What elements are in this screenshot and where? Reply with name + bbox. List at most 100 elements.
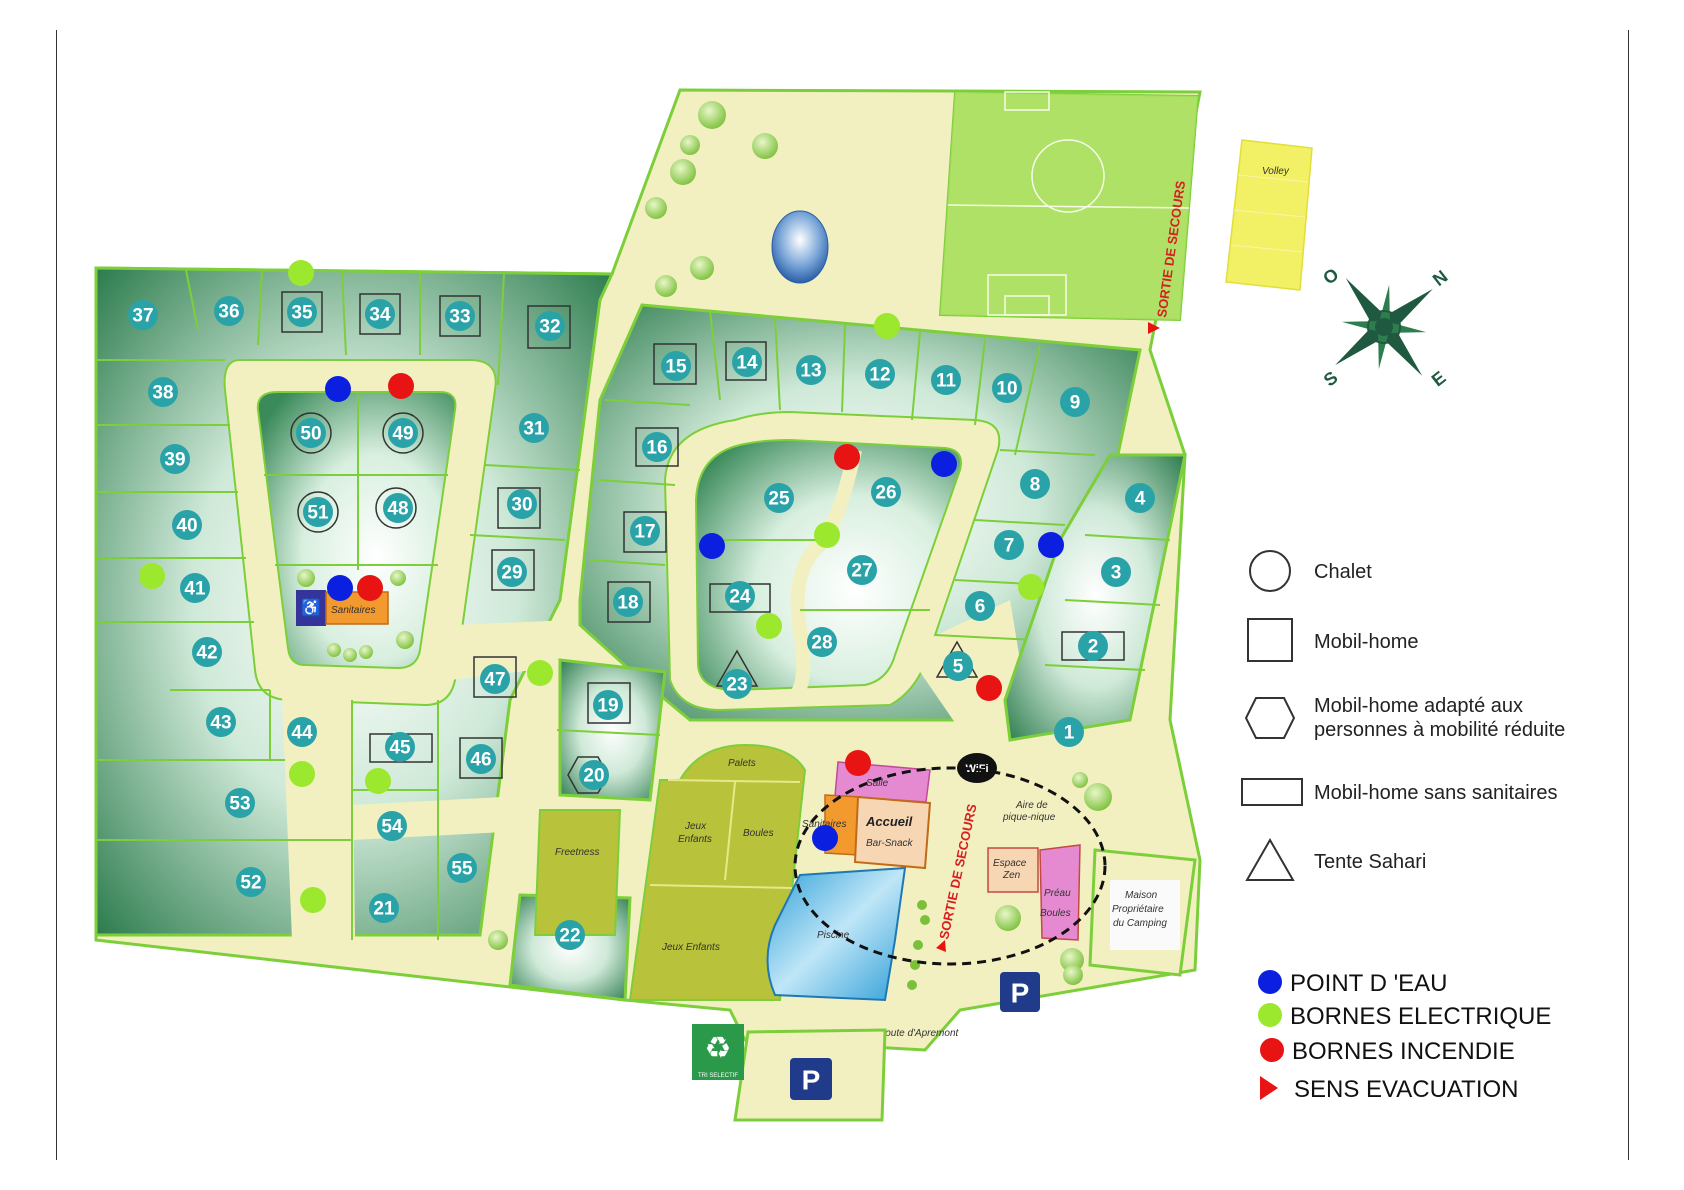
lot-badge	[225, 788, 255, 818]
lot-number: 31	[523, 419, 545, 440]
lot-number: 34	[369, 305, 391, 326]
maison-label-1: Maison	[1125, 890, 1158, 901]
fire-marker	[357, 575, 383, 601]
legend-sens-evacuation: SENS EVACUATION	[1260, 1076, 1518, 1103]
lot-31: 31	[519, 413, 549, 443]
lot-48: 48	[383, 493, 413, 523]
games-area: Palets Jeux Enfants Boules Jeux Enfants	[628, 743, 807, 1001]
legend-point-eau-label: POINT D 'EAU	[1290, 970, 1448, 997]
legend-sans-sanitaires-label: Mobil-home sans sanitaires	[1314, 782, 1557, 804]
legend-red-dot-icon	[1260, 1038, 1284, 1062]
lot-24: 24	[725, 581, 755, 611]
route-label: Route d'Apremont	[878, 1028, 960, 1039]
lot-badge	[1054, 717, 1084, 747]
lot-37: 37	[128, 300, 158, 330]
sanitaires-center-label: Sanitaires	[802, 819, 846, 830]
lot-badge	[931, 365, 961, 395]
lot-number: 20	[583, 766, 604, 787]
jeux-enfants-label-2: Jeux Enfants	[661, 942, 720, 953]
lot-number: 9	[1070, 393, 1081, 414]
lot-number: 6	[975, 597, 986, 618]
compass-rose: N O E S	[1319, 264, 1451, 390]
legend-sans-sanitaires: Mobil-home sans sanitaires	[1241, 778, 1557, 806]
lot-number: 10	[996, 379, 1017, 400]
recycling-point: ♻ TRI SELECTIF	[692, 1024, 744, 1080]
lot-10: 10	[992, 373, 1022, 403]
lot-number: 33	[449, 307, 470, 328]
lot-badge	[466, 744, 496, 774]
lot-badge	[365, 299, 395, 329]
aire-label-2: pique-nique	[1002, 812, 1056, 823]
electric-marker	[527, 660, 553, 686]
lot-47: 47	[480, 664, 510, 694]
legend-mobil-home-label: Mobil-home	[1314, 631, 1418, 653]
lot-number: 1	[1064, 723, 1075, 744]
lot-badge	[180, 573, 210, 603]
electric-marker	[288, 260, 314, 286]
lot-badge	[287, 717, 317, 747]
lot-badge	[865, 359, 895, 389]
trees-north	[645, 101, 778, 297]
legend-chalet-label: Chalet	[1314, 561, 1372, 583]
lot-49: 49	[388, 418, 418, 448]
lot-number: 2	[1088, 637, 1099, 658]
lot-21: 21	[369, 893, 399, 923]
assembly-zone	[793, 766, 1107, 966]
lot-badge	[192, 637, 222, 667]
freetness-label: Freetness	[555, 847, 599, 858]
lot-badge	[369, 893, 399, 923]
palets-label: Palets	[728, 758, 756, 769]
lot-number: 15	[665, 357, 687, 378]
lot-number: 21	[373, 899, 395, 920]
lot-badges: 1234567891011121314151617181920212223242…	[128, 296, 1155, 950]
lot-number: 3	[1111, 563, 1122, 584]
tri-label: TRI SELECTIF	[698, 1073, 738, 1079]
electric-marker	[874, 313, 900, 339]
lot-14: 14	[732, 347, 762, 377]
lot-badge	[642, 432, 672, 462]
lot-44: 44	[287, 717, 317, 747]
lot-number: 54	[381, 817, 403, 838]
lot-18: 18	[613, 587, 643, 617]
lot-number: 36	[218, 302, 239, 323]
picnic-area: Aire de pique-nique Espace Zen Préau Bou…	[987, 800, 1081, 941]
lot-46: 46	[466, 744, 496, 774]
water-marker	[812, 825, 838, 851]
lot-number: 37	[132, 306, 153, 327]
lot-badge	[1101, 557, 1131, 587]
lot-20: 20	[579, 760, 609, 790]
lot-badge	[579, 760, 609, 790]
lot-34: 34	[365, 299, 395, 329]
legend-pmr-label-2: personnes à mobilité réduite	[1314, 719, 1565, 741]
legend-chalet-icon	[1249, 550, 1291, 592]
lot-25: 25	[764, 483, 794, 513]
water-marker	[1038, 532, 1064, 558]
bar-snack-label: Bar-Snack	[866, 838, 914, 849]
lot-23: 23	[722, 669, 752, 699]
boules-right-label: Boules	[1040, 908, 1071, 919]
lot-badge	[172, 510, 202, 540]
lot-badge	[445, 301, 475, 331]
lot-7: 7	[994, 530, 1024, 560]
lot-number: 32	[539, 317, 560, 338]
lot-badge	[385, 732, 415, 762]
espace-label: Espace	[993, 858, 1027, 869]
lot-number: 49	[392, 424, 413, 445]
recycle-icon: ♻	[705, 1031, 732, 1066]
lot-number: 24	[729, 587, 751, 608]
freetness-area: Freetness	[533, 809, 622, 936]
lot-number: 8	[1030, 475, 1041, 496]
lot-number: 4	[1135, 489, 1146, 510]
lot-number: 40	[176, 516, 197, 537]
svg-text:♿: ♿	[301, 598, 321, 617]
legend-bornes-incendie-label: BORNES INCENDIE	[1292, 1038, 1515, 1065]
maison-label-3: du Camping	[1113, 918, 1167, 929]
preau-label: Préau	[1044, 888, 1071, 899]
fire-marker	[845, 750, 871, 776]
legend: Chalet Mobil-home Mobil-home adapté aux …	[1241, 550, 1565, 1103]
lot-51: 51	[303, 497, 333, 527]
legend-tente-label: Tente Sahari	[1314, 851, 1426, 873]
lot-badge	[128, 300, 158, 330]
fire-marker	[834, 444, 860, 470]
